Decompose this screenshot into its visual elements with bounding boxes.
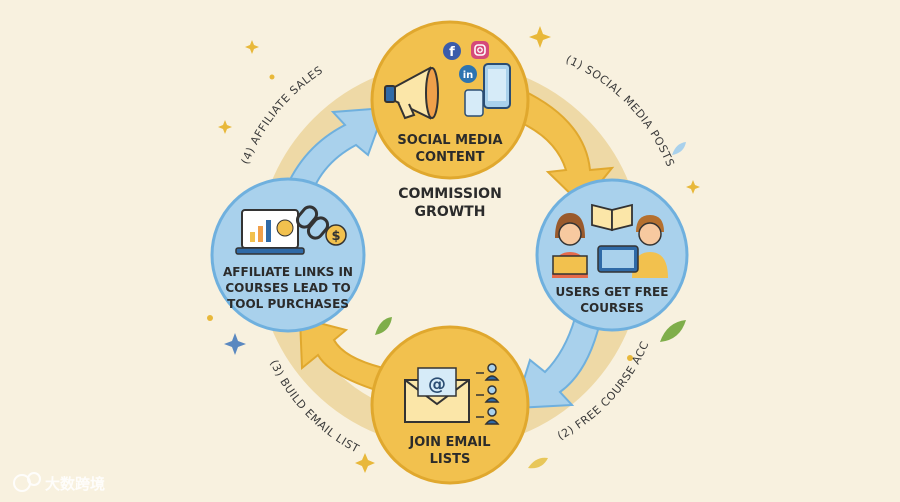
- facebook-icon: f: [443, 42, 461, 60]
- svg-text:$: $: [331, 229, 340, 244]
- center-title-line1: COMMISSION: [398, 186, 502, 202]
- linkedin-icon: in: [459, 65, 477, 83]
- envelope-icon: @: [404, 367, 470, 423]
- dollar-coin-icon: $: [325, 224, 347, 246]
- instagram-icon: [471, 41, 489, 59]
- star-blue-decoration: [224, 333, 246, 355]
- girl-reading-icon: [552, 213, 588, 278]
- sparkle-decorations: [218, 26, 700, 473]
- email-label-line2: LISTS: [430, 452, 471, 467]
- node-users-get-free-courses: USERS GET FREE COURSES: [535, 178, 689, 332]
- node-social-media-content: f in SOCIAL MEDIA CONTENT: [370, 20, 530, 180]
- center-title-line2: GROWTH: [415, 204, 486, 220]
- svg-text:in: in: [463, 70, 474, 81]
- megaphone-icon: [384, 66, 439, 120]
- dot-decoration: [269, 74, 275, 80]
- node-affiliate-links: $ AFFILIATE LINKS IN COURSES LEAD TO TOO…: [210, 177, 366, 333]
- affiliate-label-line1: AFFILIATE LINKS IN: [223, 265, 353, 279]
- svg-text:f: f: [449, 45, 455, 60]
- affiliate-label-line2: COURSES LEAD TO: [225, 281, 350, 295]
- laptop-chart-icon: [235, 209, 305, 255]
- open-book-icon: [591, 203, 633, 232]
- svg-text:@: @: [428, 374, 446, 395]
- dot-decoration: [207, 315, 213, 321]
- watermark: 大数跨境: [13, 472, 105, 493]
- node-join-email-lists: @ JOIN EMAIL LISTS: [370, 325, 530, 485]
- users-label-line1: USERS GET FREE: [556, 285, 669, 299]
- social-label-line2: CONTENT: [416, 150, 485, 165]
- watermark-text: 大数跨境: [45, 475, 105, 493]
- leaf-icon: [375, 317, 392, 335]
- smartphone-icon: [483, 63, 511, 109]
- leaf-icon: [672, 142, 686, 155]
- leaf-icon: [528, 457, 548, 469]
- chain-link-icon: [295, 205, 330, 240]
- users-label-line2: COURSES: [580, 301, 643, 315]
- social-label-line1: SOCIAL MEDIA: [397, 133, 502, 148]
- email-label-line1: JOIN EMAIL: [408, 435, 490, 450]
- people-arrows-icon: [476, 363, 500, 425]
- leaf-icon: [660, 320, 686, 342]
- dot-decoration: [627, 355, 633, 361]
- affiliate-label-line3: TOOL PURCHASES: [227, 297, 349, 311]
- watermark-logo-icon: [13, 472, 41, 492]
- arrow-users-to-email: [513, 316, 602, 410]
- boy-laptop-icon: [597, 215, 668, 278]
- tablet-icon: [464, 89, 484, 117]
